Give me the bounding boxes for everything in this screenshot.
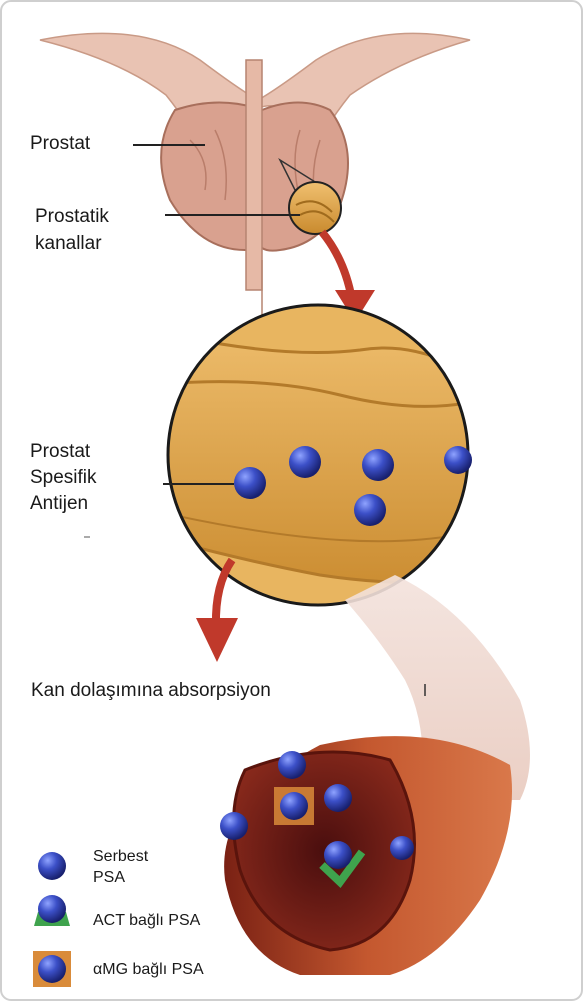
- legend-act-psa-icon: [38, 895, 66, 923]
- psa-molecule: [354, 494, 386, 526]
- free-psa-molecule: [324, 784, 352, 812]
- legend-amg: αMG bağlı PSA: [93, 959, 204, 980]
- free-psa-molecule: [220, 812, 248, 840]
- amg-bound-psa-molecule: [280, 792, 308, 820]
- duct-zoom-circle: [289, 182, 341, 234]
- label-ducts-line2: kanallar: [35, 232, 102, 256]
- legend-act: ACT bağlı PSA: [93, 910, 200, 931]
- psa-molecule: [362, 449, 394, 481]
- label-prostate: Prostat: [30, 132, 90, 156]
- free-psa-molecule: [278, 751, 306, 779]
- psa-molecule: [444, 446, 472, 474]
- act-bound-psa-molecule: [324, 841, 352, 869]
- label-ducts-line1: Prostatik: [35, 205, 109, 229]
- legend-free-psa-icon: [38, 852, 66, 880]
- label-absorption: Kan dolaşımına absorpsiyon: [31, 679, 271, 703]
- psa-molecule: [289, 446, 321, 478]
- label-psa-line3: Antijen: [30, 492, 88, 516]
- blood-vessel: [220, 736, 512, 975]
- psa-molecule: [234, 467, 266, 499]
- free-psa-molecule: [390, 836, 414, 860]
- legend-icons: [33, 852, 71, 987]
- prostate-illustration: [40, 33, 470, 320]
- legend-amg-psa-icon: [38, 955, 66, 983]
- label-psa-line2: Spesifik: [30, 466, 97, 490]
- legend-free-line1: Serbest: [93, 846, 148, 867]
- legend-free-line2: PSA: [93, 867, 125, 888]
- label-psa-line1: Prostat: [30, 440, 90, 464]
- magnified-duct-view: [150, 300, 480, 620]
